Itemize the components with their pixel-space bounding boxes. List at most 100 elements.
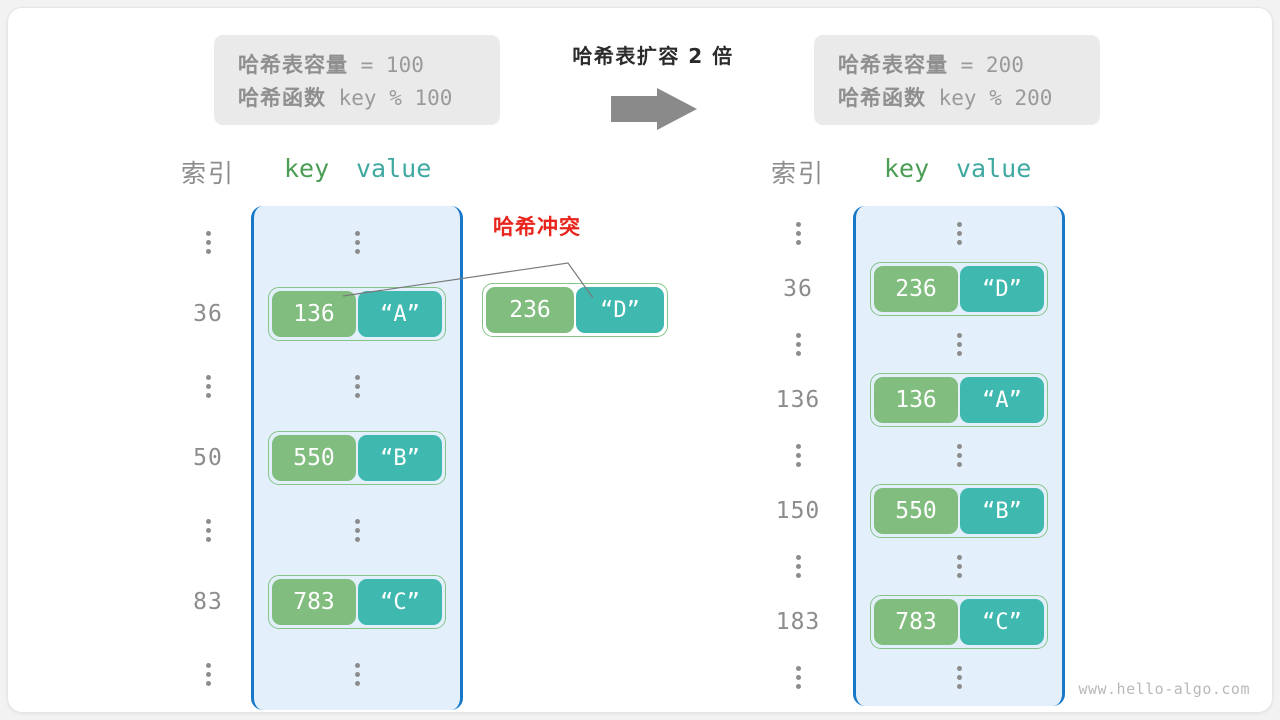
header-key-after: key bbox=[884, 154, 930, 183]
vertical-ellipsis-icon bbox=[354, 518, 360, 542]
colliding-entry: 236 “D” bbox=[482, 283, 668, 337]
bucket-ellipsis bbox=[254, 206, 460, 278]
vertical-ellipsis-icon bbox=[956, 333, 962, 357]
vertical-ellipsis-icon bbox=[795, 333, 801, 357]
vertical-ellipsis-icon bbox=[795, 444, 801, 468]
function-line-before: 哈希函数 key % 100 bbox=[238, 82, 476, 115]
index-ellipsis bbox=[173, 638, 243, 710]
header-index-before: 索引 bbox=[180, 159, 235, 188]
index-value: 36 bbox=[783, 276, 813, 303]
watermark: www.hello-algo.com bbox=[1078, 680, 1250, 698]
key-value-pair: 550“B” bbox=[268, 431, 446, 485]
capacity-line-before: 哈希表容量 = 100 bbox=[238, 49, 476, 82]
table-row: 783“C” bbox=[856, 595, 1062, 651]
vertical-ellipsis-icon bbox=[205, 230, 211, 254]
vertical-ellipsis-icon bbox=[956, 222, 962, 246]
index-value: 83 bbox=[193, 589, 223, 615]
table-row: 550“B” bbox=[856, 484, 1062, 540]
capacity-value-before: = 100 bbox=[348, 53, 424, 77]
bucket-ellipsis bbox=[856, 650, 1062, 706]
capacity-label-after: 哈希表容量 bbox=[838, 53, 948, 77]
index-ellipsis bbox=[763, 428, 833, 484]
bucket-column-after: 236“D” 136“A” 550“B” 783“C” bbox=[853, 206, 1065, 706]
bucket-ellipsis bbox=[254, 350, 460, 422]
bucket-ellipsis bbox=[856, 317, 1062, 373]
index-column-before: 36 50 83 bbox=[173, 206, 243, 710]
value-cell: “D” bbox=[960, 266, 1044, 313]
expand-title: 哈希表扩容 2 倍 bbox=[572, 44, 734, 68]
header-key-before: key bbox=[284, 154, 330, 183]
table-row: 783“C” bbox=[254, 566, 460, 638]
index-ellipsis bbox=[173, 494, 243, 566]
index-label: 183 bbox=[763, 595, 833, 651]
index-column-after: 36 136 150 183 bbox=[763, 206, 833, 706]
hash-params-before: 哈希表容量 = 100 哈希函数 key % 100 bbox=[214, 35, 500, 125]
colliding-entry-value: “D” bbox=[576, 287, 664, 333]
bucket-ellipsis bbox=[856, 428, 1062, 484]
hash-params-after: 哈希表容量 = 200 哈希函数 key % 200 bbox=[814, 35, 1100, 125]
key-value-pair: 783“C” bbox=[268, 575, 446, 629]
index-ellipsis bbox=[763, 650, 833, 706]
value-cell: “A” bbox=[358, 291, 442, 337]
index-value: 36 bbox=[193, 301, 223, 327]
key-cell: 550 bbox=[874, 488, 958, 535]
key-cell: 783 bbox=[874, 599, 958, 646]
index-label: 36 bbox=[763, 262, 833, 318]
index-ellipsis bbox=[763, 317, 833, 373]
function-label-after: 哈希函数 bbox=[838, 86, 926, 110]
capacity-line-after: 哈希表容量 = 200 bbox=[838, 49, 1076, 82]
value-cell: “B” bbox=[358, 435, 442, 481]
function-value-before: key % 100 bbox=[326, 86, 453, 110]
header-value-after: value bbox=[956, 154, 1032, 183]
vertical-ellipsis-icon bbox=[795, 555, 801, 579]
value-cell: “C” bbox=[358, 579, 442, 625]
collision-label: 哈希冲突 bbox=[493, 215, 581, 239]
key-cell: 783 bbox=[272, 579, 356, 625]
value-cell: “A” bbox=[960, 377, 1044, 424]
bucket-ellipsis bbox=[856, 539, 1062, 595]
index-value: 150 bbox=[775, 498, 821, 525]
index-label: 150 bbox=[763, 484, 833, 540]
vertical-ellipsis-icon bbox=[956, 444, 962, 468]
index-label: 50 bbox=[173, 422, 243, 494]
index-value: 136 bbox=[775, 387, 821, 414]
right-arrow-icon bbox=[603, 86, 703, 132]
vertical-ellipsis-icon bbox=[354, 374, 360, 398]
value-cell: “C” bbox=[960, 599, 1044, 646]
key-value-pair: 783“C” bbox=[870, 595, 1048, 650]
key-cell: 236 bbox=[874, 266, 958, 313]
key-value-pair: 550“B” bbox=[870, 484, 1048, 539]
index-label: 136 bbox=[763, 373, 833, 429]
key-value-pair: 136“A” bbox=[268, 287, 446, 341]
bucket-ellipsis bbox=[254, 638, 460, 710]
key-cell: 136 bbox=[874, 377, 958, 424]
function-line-after: 哈希函数 key % 200 bbox=[838, 82, 1076, 115]
index-value: 183 bbox=[775, 609, 821, 636]
function-label-before: 哈希函数 bbox=[238, 86, 326, 110]
index-ellipsis bbox=[763, 206, 833, 262]
table-row: 550“B” bbox=[254, 422, 460, 494]
index-label: 83 bbox=[173, 566, 243, 638]
key-cell: 550 bbox=[272, 435, 356, 481]
index-ellipsis bbox=[173, 350, 243, 422]
index-ellipsis bbox=[173, 206, 243, 278]
table-row: 136“A” bbox=[254, 278, 460, 350]
table-row: 236“D” bbox=[856, 262, 1062, 318]
vertical-ellipsis-icon bbox=[205, 374, 211, 398]
index-label: 36 bbox=[173, 278, 243, 350]
value-cell: “B” bbox=[960, 488, 1044, 535]
key-cell: 136 bbox=[272, 291, 356, 337]
table-row: 136“A” bbox=[856, 373, 1062, 429]
key-value-pair: 136“A” bbox=[870, 373, 1048, 428]
vertical-ellipsis-icon bbox=[956, 666, 962, 690]
capacity-label-before: 哈希表容量 bbox=[238, 53, 348, 77]
vertical-ellipsis-icon bbox=[956, 555, 962, 579]
function-value-after: key % 200 bbox=[926, 86, 1053, 110]
vertical-ellipsis-icon bbox=[354, 662, 360, 686]
header-index-after: 索引 bbox=[770, 159, 825, 188]
bucket-ellipsis bbox=[856, 206, 1062, 262]
bucket-ellipsis bbox=[254, 494, 460, 566]
vertical-ellipsis-icon bbox=[795, 222, 801, 246]
vertical-ellipsis-icon bbox=[205, 662, 211, 686]
key-value-pair: 236“D” bbox=[870, 262, 1048, 317]
